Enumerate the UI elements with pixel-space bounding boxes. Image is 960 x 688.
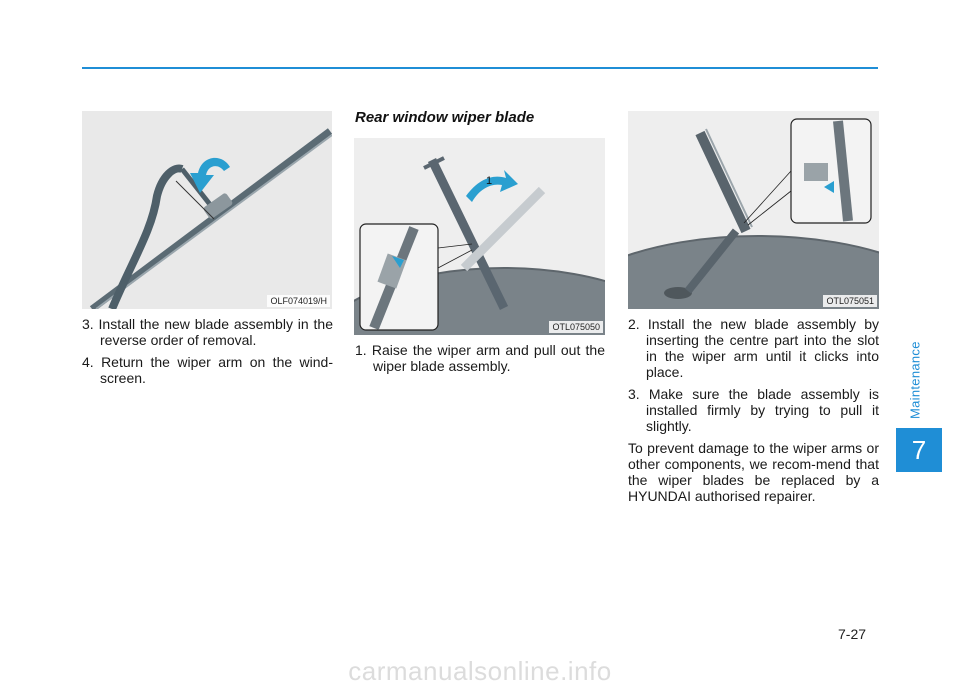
inset-arrow-icon	[824, 181, 834, 193]
step-3-text: 3. Install the new blade assembly in the…	[82, 316, 333, 348]
wiper-blade-illustration	[82, 111, 332, 309]
figure-code: OTL075051	[823, 295, 877, 307]
rear-wiper-install-illustration	[628, 111, 879, 309]
header-rule	[82, 67, 878, 69]
raise-arrow-icon	[466, 170, 518, 202]
middle-column-text: 1. Raise the wiper arm and pull out the …	[355, 342, 605, 380]
detail-inset	[790, 118, 872, 224]
step-2-text: 2. Install the new blade assembly by ins…	[628, 316, 879, 380]
chapter-number-badge: 7	[896, 428, 942, 472]
rear-wiper-illustration: 1	[354, 138, 605, 335]
step-4-text: 4. Return the wiper arm on the wind-scre…	[82, 354, 333, 386]
page-number: 7-27	[838, 626, 867, 642]
figure-code: OTL075050	[549, 321, 603, 333]
section-tab-label: Maintenance	[907, 341, 923, 419]
figure-rear-wiper-raise: 1 OTL075050	[354, 138, 605, 335]
left-column-text: 3. Install the new blade assembly in the…	[82, 316, 333, 392]
section-heading: Rear window wiper blade	[355, 109, 535, 126]
right-column-text: 2. Install the new blade assembly by ins…	[628, 316, 879, 504]
figure-front-wiper-blade: OLF074019/H	[82, 111, 332, 309]
inset-arrow-icon	[392, 256, 404, 268]
note-paragraph: To prevent damage to the wiper arms or o…	[628, 440, 879, 504]
direction-arrow-icon	[190, 157, 230, 193]
step-1-text: 1. Raise the wiper arm and pull out the …	[355, 342, 605, 374]
step-callout: 1	[486, 175, 492, 187]
step-3-text: 3. Make sure the blade assembly is insta…	[628, 386, 879, 434]
watermark: carmanualsonline.info	[348, 655, 612, 686]
figure-rear-wiper-install: OTL075051	[628, 111, 879, 309]
figure-code: OLF074019/H	[267, 295, 330, 307]
